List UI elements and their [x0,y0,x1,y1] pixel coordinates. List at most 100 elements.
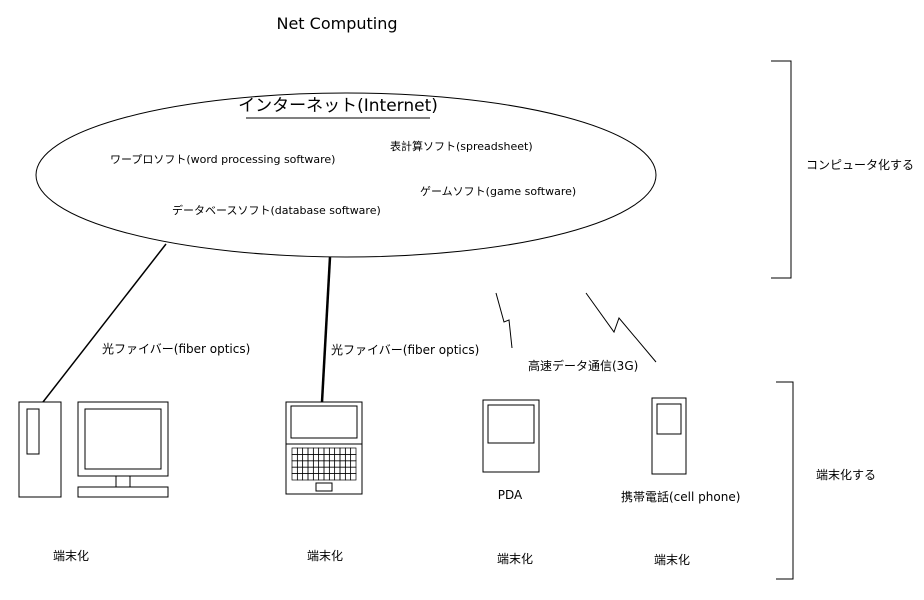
laptop-key [328,447,336,455]
laptop-screen [290,405,358,439]
pda-label: PDA [498,488,523,502]
bracket-top [771,60,792,279]
laptop-keyboard [291,447,357,481]
laptop-key [323,454,330,462]
laptop-key [318,460,325,468]
software-word-processing: ワープロソフト(word processing software) [110,153,335,166]
laptop-key [350,473,357,481]
laptop-key [307,454,314,462]
laptop-key [334,447,341,455]
fiber-line-right [320,256,332,403]
laptop-key [344,454,352,462]
laptop-key [344,447,352,455]
laptop-key [334,454,341,462]
laptop-key [307,460,314,468]
pc-tower [18,401,62,498]
laptop-key [296,466,304,474]
laptop-key [291,473,298,481]
pda-icon [482,399,540,473]
laptop-key [296,473,304,481]
laptop-key [339,447,346,455]
desktop-pc-icon [18,401,169,498]
laptop-icon [285,401,363,495]
laptop-key [350,447,357,455]
pda-screen [487,404,535,444]
bracket-bottom [776,381,794,580]
laptop-key [307,473,314,481]
bracket-top-label: コンピュータ化する [806,158,914,172]
laptop-key [296,460,304,468]
laptop-key [350,466,357,474]
pc-monitor-stand [115,475,131,488]
laptop-touchpad [315,482,333,492]
fiber-label-right: 光ファイバー(fiber optics) [331,343,479,357]
wireless-label: 高速データ通信(3G) [528,358,638,373]
cell-phone-icon [651,397,687,475]
laptop-key [339,473,346,481]
laptop-key [296,447,304,455]
laptop-base [285,443,363,495]
laptop-key [318,447,325,455]
laptop-key [291,454,298,462]
laptop-key [291,466,298,474]
laptop-key [334,460,341,468]
laptop-key [312,466,320,474]
laptop-key [318,454,325,462]
laptop-key [323,447,330,455]
pda-body [482,399,540,473]
laptop-key [312,473,320,481]
laptop-key [344,473,352,481]
internet-label: インターネット(Internet) [238,96,438,116]
phone-body [651,397,687,475]
laptop-key [328,454,336,462]
terminal-label-pda: 端末化 [497,552,533,566]
laptop-key [318,473,325,481]
laptop-key [323,460,330,468]
laptop-key [312,447,320,455]
laptop-key [318,466,325,474]
laptop-key [344,466,352,474]
cell-phone-label: 携帯電話(cell phone) [621,489,740,504]
laptop-key [302,473,309,481]
terminal-label-pc: 端末化 [53,549,89,563]
laptop-key [291,447,298,455]
fiber-line-left [42,243,167,403]
pc-tower-drive [26,408,40,455]
laptop-key [302,460,309,468]
laptop-key [350,460,357,468]
laptop-key [344,460,352,468]
laptop-key [328,460,336,468]
laptop-key [334,466,341,474]
laptop-key [302,466,309,474]
laptop-key [328,466,336,474]
bracket-bottom-label: 端末化する [816,468,876,482]
pc-keyboard [77,486,169,498]
laptop-key [339,466,346,474]
laptop-key [302,454,309,462]
laptop-key [307,447,314,455]
diagram-title: Net Computing [276,14,397,33]
terminal-label-phone: 端末化 [654,553,690,567]
laptop-key [296,454,304,462]
laptop-key [334,473,341,481]
laptop-key [307,466,314,474]
laptop-key [312,454,320,462]
laptop-key [339,460,346,468]
wireless-bolt-pda [495,292,513,349]
laptop-key [323,473,330,481]
software-database: データベースソフト(database software) [172,203,381,217]
phone-screen [656,403,682,435]
terminal-label-laptop: 端末化 [307,549,343,563]
internet-ellipse [35,92,657,258]
laptop-key [291,460,298,468]
laptop-key [339,454,346,462]
pc-monitor [77,401,169,477]
laptop-key [312,460,320,468]
software-spreadsheet: 表計算ソフト(spreadsheet) [390,139,533,153]
laptop-key [328,473,336,481]
wireless-bolt-phone [585,292,657,363]
laptop-key [323,466,330,474]
pc-monitor-screen [84,408,162,470]
software-game: ゲームソフト(game software) [420,185,576,198]
